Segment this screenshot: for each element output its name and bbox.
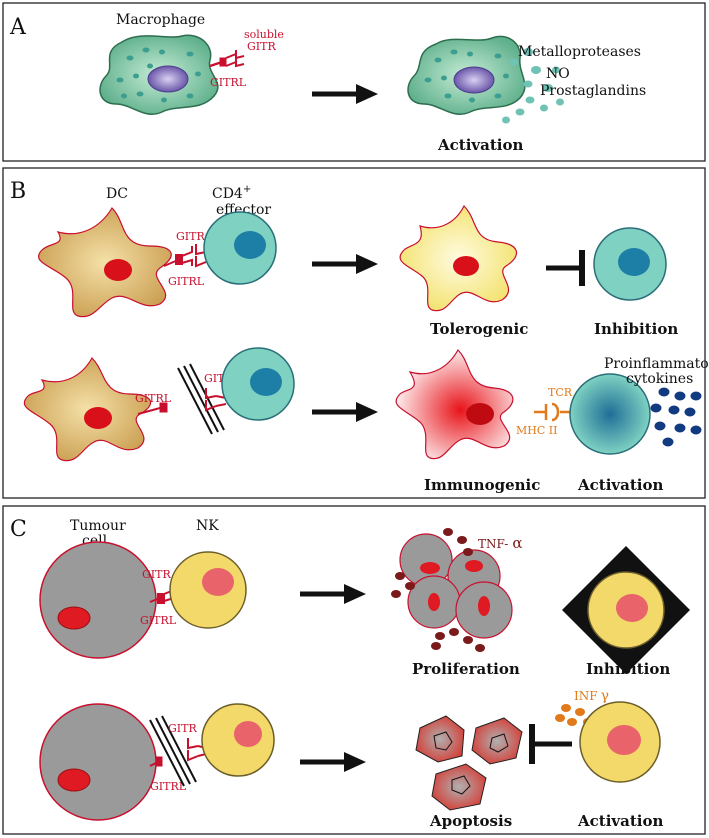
proliferating-tumour-cells: [399, 533, 513, 639]
cd4-cell-bottom: [221, 347, 295, 421]
blocking-lines-c: [149, 715, 197, 787]
gitrl-label-c-top: GITRL: [140, 614, 177, 627]
gitrl-label-b-bottom: GITRL: [135, 392, 172, 405]
cd4-effector-cell: [203, 211, 277, 285]
immunogenic-label: Immunogenic: [424, 476, 540, 494]
nk-label: NK: [196, 518, 219, 534]
panel-b-letter: B: [10, 179, 26, 204]
inhibition-label-b: Inhibition: [594, 320, 678, 338]
secreted-mediators: [502, 48, 564, 124]
apoptotic-tumour-cells: [415, 715, 523, 811]
tolerogenic-dc-cell: [399, 204, 517, 312]
activated-macrophage-cell: [407, 35, 526, 115]
inhibition-label-c: Inhibition: [586, 660, 670, 678]
activation-label-c: Activation: [577, 812, 663, 830]
gitrl-soluble-gitr-icon: [209, 50, 245, 68]
tolerogenic-label: Tolerogenic: [430, 320, 528, 338]
macrophage-cell: [99, 34, 219, 115]
activation-label-a: Activation: [437, 136, 523, 154]
soluble-label: soluble: [244, 28, 284, 41]
tcr-mhc-icon: [534, 402, 572, 422]
apoptosis-label: Apoptosis: [429, 812, 512, 830]
arrow-b-bottom: [312, 402, 378, 422]
soluble-gitr-label: GITR: [247, 40, 276, 53]
tnf-alpha-particles: [391, 528, 485, 652]
gitr-label-c-bottom: GITR: [168, 722, 197, 735]
proinflammatory-cytokines: [650, 387, 702, 447]
panel-b: B DC CD4+ effector GITR GITRL: [2, 167, 709, 499]
panel-c-letter: C: [10, 517, 27, 542]
tcr-label: TCR: [548, 386, 573, 399]
gitrl-label-b-top: GITRL: [168, 275, 205, 288]
gitr-gitrl-receptor-top-icon: [163, 244, 207, 268]
proinflammatory-label: Proinflammatory: [604, 356, 709, 372]
inhibited-cd4-cell: [593, 227, 667, 301]
arrow-c-top: [300, 584, 366, 604]
immunogenic-dc-cell: [395, 349, 514, 460]
nk-cell-bottom: [201, 703, 275, 777]
tumour-label: Tumour: [70, 518, 126, 534]
gitr-label-c-top: GITR: [142, 568, 171, 581]
panel-c: C Tumour cell NK GITR GITRL: [2, 505, 706, 835]
metalloproteases-label: Metalloproteases: [518, 44, 641, 60]
panel-a: A Macrophage soluble GITR GITRL: [2, 2, 706, 162]
activated-cd4-cell: [569, 373, 651, 455]
gitr-label-b-top: GITR: [176, 230, 205, 243]
inhibition-symbol-c: [529, 724, 572, 764]
dc-cell-bottom: [23, 357, 152, 462]
arrow-c-bottom: [300, 752, 366, 772]
gitrl-c-bottom-icon: [149, 756, 163, 767]
arrow-a: [312, 84, 378, 104]
gitrl-label-a: GITRL: [210, 76, 247, 89]
dc-cell-top: [38, 207, 172, 318]
mhc-label: MHC II: [516, 424, 557, 437]
panel-a-letter: A: [9, 15, 27, 40]
cd4-label: CD4+: [212, 184, 251, 202]
gitrl-bottom-icon: [137, 402, 168, 415]
tumour-cell-top: [39, 541, 157, 659]
tnf-label: TNF-α: [478, 534, 523, 552]
nk-cell-top: [169, 551, 247, 629]
activated-nk-cell: [579, 701, 661, 783]
dc-label: DC: [106, 186, 128, 202]
inhibition-symbol-b: [546, 250, 585, 286]
cytokines-label: cytokines: [626, 371, 693, 387]
inhibited-nk-cell: [562, 546, 690, 674]
proliferation-label: Proliferation: [412, 660, 520, 678]
no-label: NO: [546, 66, 570, 82]
gitrl-label-c-bottom: GITRL: [150, 780, 187, 793]
tumour-cell-bottom: [39, 703, 157, 821]
prostaglandins-label: Prostaglandins: [540, 83, 646, 99]
macrophage-label: Macrophage: [116, 12, 205, 28]
arrow-b-top: [312, 254, 378, 274]
activation-label-b: Activation: [577, 476, 663, 494]
